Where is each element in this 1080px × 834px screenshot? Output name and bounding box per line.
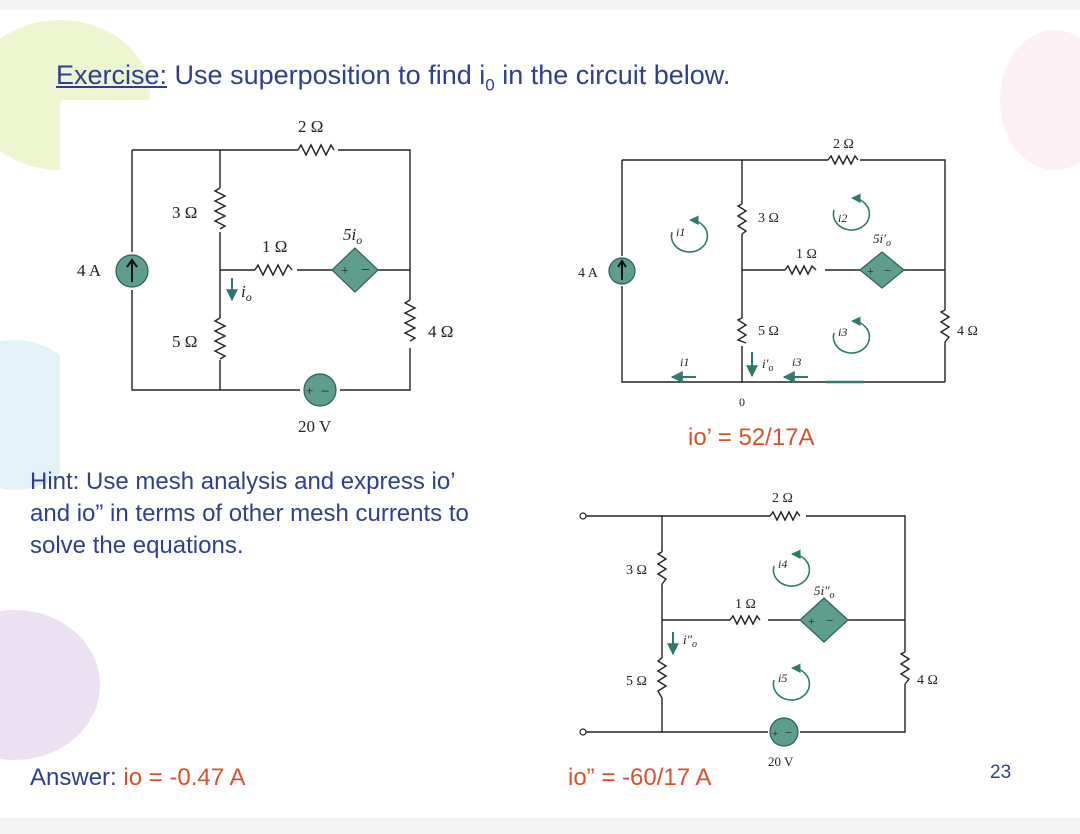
circuit-prime-labels: 2 Ω 3 Ω 1 Ω 5 Ω 4 Ω 4 A 5i′o i1 i2 i3 i1… [578, 137, 978, 409]
vsrc-minus: − [785, 725, 792, 740]
dep-source-plus: + [867, 264, 874, 278]
resistor-3-ohm [736, 203, 748, 235]
label-r-top: 2 Ω [772, 491, 793, 506]
wire [586, 515, 663, 733]
resistor-2-ohm [827, 154, 859, 166]
label-mesh-i3: i3 [838, 325, 847, 339]
label-voltage-source: 20 V [298, 417, 332, 436]
resistor-5-ohm [213, 317, 227, 360]
label-voltage-source: 20 V [768, 754, 794, 769]
label-r-mid: 1 Ω [262, 237, 287, 256]
resistor-4-ohm [939, 309, 951, 343]
dep-source-minus: − [884, 263, 891, 278]
label-current-source: 4 A [578, 266, 599, 281]
resistor-3-ohm [656, 551, 668, 585]
label-r-mid: 1 Ω [796, 247, 817, 262]
circuit-original-labels: 2 Ω 3 Ω 1 Ω 5 Ω 4 Ω 4 A 20 V 5io io [77, 117, 453, 436]
decor-balloon-pink [1000, 30, 1080, 170]
label-io: io [241, 282, 252, 304]
label-mesh-i5: i5 [778, 671, 787, 685]
vsrc-plus: + [306, 383, 313, 398]
circuit-double-prime-labels: 2 Ω 3 Ω 1 Ω 5 Ω 4 Ω 20 V 5i″o i4 i5 i″o [626, 491, 938, 769]
label-r-left-top: 3 Ω [626, 563, 647, 578]
label-io-double-prime: i″o [683, 632, 697, 650]
mesh-i3-arrow-icon [832, 316, 871, 354]
mesh-i1-arrow-icon [670, 215, 709, 253]
result-io-prime: io’ = 52/17A [688, 424, 815, 451]
wire [131, 150, 411, 391]
label-dep-source: 5io [343, 225, 362, 247]
page-number: 23 [990, 762, 1012, 783]
circuit-double-prime [586, 510, 911, 733]
dep-source-plus: + [808, 614, 815, 628]
dep-source-plus: + [341, 264, 349, 279]
voltage-source-20V [769, 717, 799, 747]
label-r-top: 2 Ω [833, 137, 854, 152]
label-r-left-bottom: 5 Ω [758, 324, 779, 339]
dependent-voltage-source [331, 247, 379, 293]
label-r-top: 2 Ω [298, 117, 323, 136]
label-r-mid: 1 Ω [735, 597, 756, 612]
label-r-right: 4 Ω [428, 322, 453, 341]
resistor-5-ohm [736, 317, 748, 344]
mesh-i5-arrow-icon [772, 663, 811, 701]
mesh-i4-arrow-icon [772, 549, 811, 587]
label-r-left-bottom: 5 Ω [626, 674, 647, 689]
answer-text: Answer: io = -0.47 A [30, 764, 246, 791]
resistor-4-ohm [899, 651, 911, 685]
label-current-source: 4 A [77, 261, 102, 280]
label-node-0: 0 [739, 395, 745, 409]
label-branch-i1: i1 [680, 355, 689, 369]
resistor-4-ohm [403, 299, 417, 342]
current-source-arrow-icon [617, 259, 627, 280]
current-source-arrow-icon [126, 258, 138, 282]
label-dep-source: 5i′o [873, 231, 891, 249]
circuit-original [131, 143, 417, 391]
terminal-bottom [579, 728, 587, 736]
voltage-source-20V [303, 373, 337, 407]
label-r-right: 4 Ω [957, 324, 978, 339]
wire [742, 159, 946, 382]
wire [621, 160, 742, 383]
wire [662, 515, 906, 733]
dep-source-minus: − [826, 613, 833, 628]
resistor-5-ohm [656, 657, 668, 699]
label-r-left-top: 3 Ω [758, 211, 779, 226]
slide-title: Exercise: Use superposition to find i0 i… [56, 60, 731, 95]
resistor-1-ohm [784, 264, 817, 276]
circuit-prime-sources: + − [608, 193, 905, 383]
mesh-i2-arrow-icon [832, 193, 871, 231]
resistor-1-ohm [729, 614, 761, 626]
vsrc-plus: + [772, 728, 778, 740]
resistor-2-ohm [769, 510, 801, 522]
dependent-voltage-source [799, 597, 849, 643]
label-mesh-i2: i2 [838, 211, 847, 225]
resistor-3-ohm [213, 187, 227, 230]
label-branch-io: i′o [762, 356, 773, 374]
label-r-left-bottom: 5 Ω [172, 332, 197, 351]
circuit-double-prime-sources: + − + − [579, 512, 849, 747]
terminal-top [579, 512, 587, 520]
label-mesh-i4: i4 [778, 557, 787, 571]
vsrc-minus: − [321, 384, 329, 400]
label-dep-source: 5i″o [814, 583, 835, 601]
dependent-voltage-source [859, 251, 905, 289]
hint-text: Hint: Use mesh analysis and express io’ … [30, 468, 469, 559]
circuit-prime [621, 154, 951, 384]
resistor-1-ohm [254, 263, 293, 277]
wire [622, 159, 743, 382]
label-mesh-i1: i1 [676, 225, 685, 239]
label-r-left-top: 3 Ω [172, 203, 197, 222]
resistor-2-ohm [297, 143, 335, 157]
wire [132, 149, 411, 300]
label-branch-i3: i3 [792, 355, 801, 369]
label-r-right: 4 Ω [917, 673, 938, 688]
circuit-original-sources: + − + − [115, 247, 379, 407]
dep-source-minus: − [361, 262, 370, 279]
result-io-double-prime: io” = -60/17 A [568, 764, 712, 791]
